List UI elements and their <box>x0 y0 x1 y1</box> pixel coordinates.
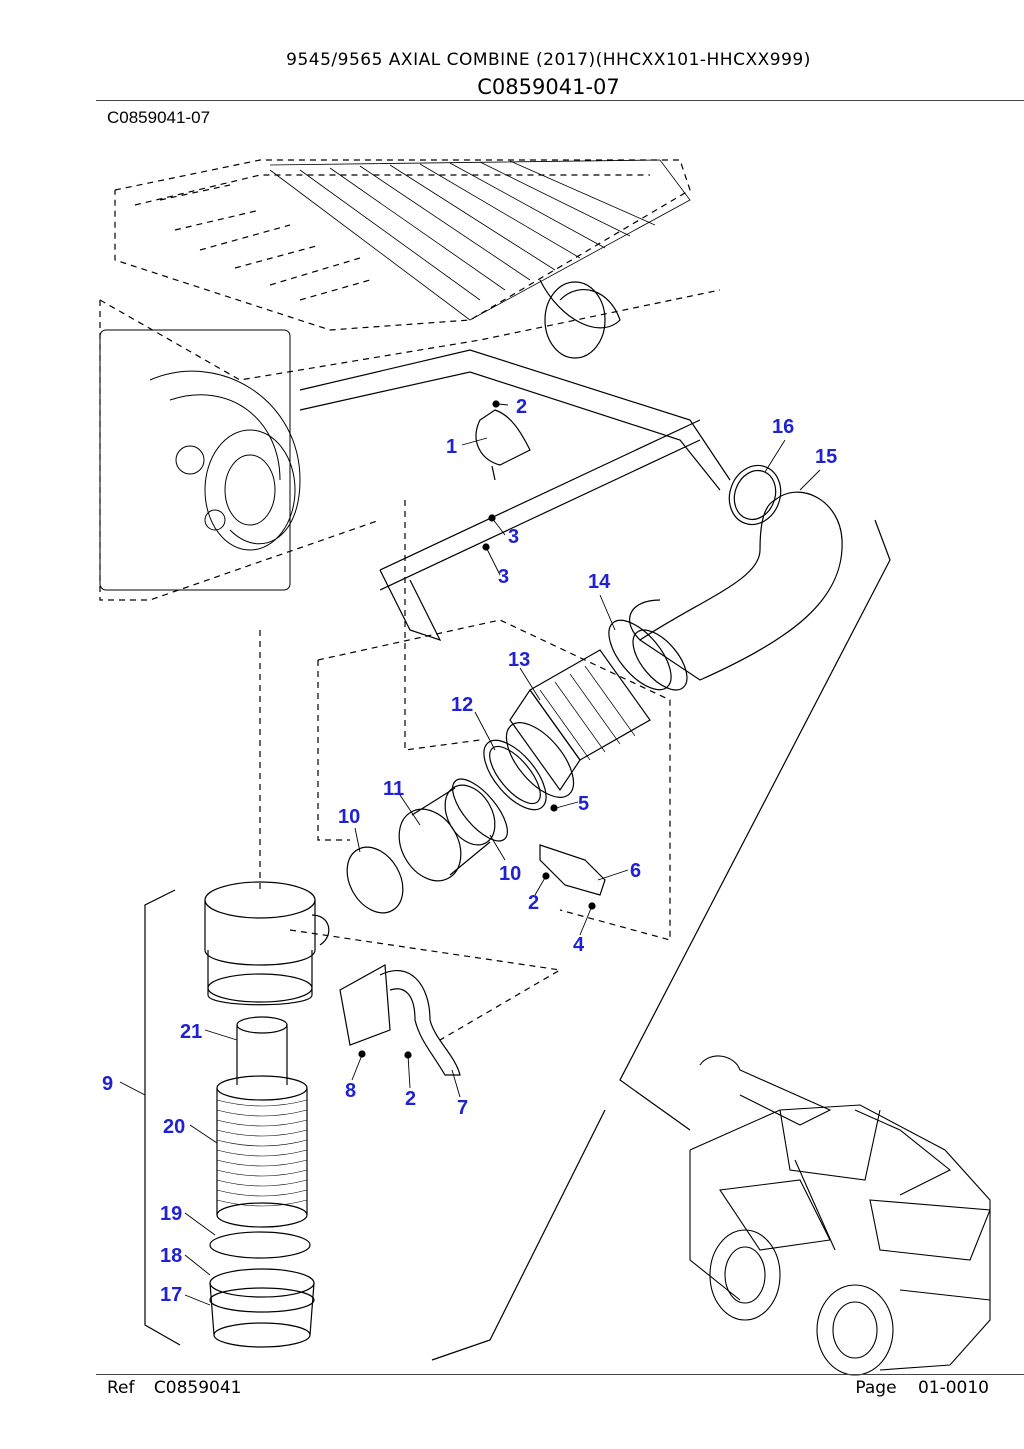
ref-value: C0859041 <box>153 1378 242 1398</box>
filter-part-20 <box>216 1075 308 1228</box>
callout-3: 3 <box>508 526 519 548</box>
callout-18: 18 <box>160 1245 182 1267</box>
callout-11: 11 <box>383 778 404 800</box>
leader-lines <box>119 403 821 1306</box>
bracket-part-1 <box>475 409 531 481</box>
clamp-part-10-upper <box>452 778 508 842</box>
assembly-bracket-part-9 <box>144 889 181 1346</box>
callout-12: 12 <box>451 694 473 716</box>
header-divider <box>96 100 1024 101</box>
callout-19: 19 <box>160 1203 182 1225</box>
callout-2: 2 <box>516 396 527 418</box>
callout-10: 10 <box>338 806 360 828</box>
callout-16: 16 <box>772 416 794 438</box>
callout-21: 21 <box>180 1021 202 1043</box>
diagram-code: C0859041-07 <box>107 108 211 127</box>
callout-20: 20 <box>163 1116 185 1138</box>
callout-7: 7 <box>457 1097 468 1119</box>
engine <box>99 329 301 591</box>
frame-tube <box>299 279 731 642</box>
callout-labels: 1 2 3 3 16 15 14 13 12 5 11 10 10 6 2 4 … <box>102 396 837 1306</box>
band-part-12 <box>483 739 547 811</box>
ref-label: Ref <box>107 1378 135 1398</box>
callout-1: 1 <box>446 436 457 458</box>
machine-frame <box>99 159 721 1041</box>
combine-inset <box>689 1055 991 1376</box>
detail-wedge <box>619 519 891 1131</box>
clamp-part-14 <box>608 619 672 691</box>
mount-bracket-part-7 <box>339 964 461 1076</box>
precleaner <box>204 881 330 1006</box>
page-label: Page <box>855 1378 897 1398</box>
callout-8: 8 <box>345 1080 356 1102</box>
callout-4: 4 <box>573 934 585 956</box>
document-title: 9545/9565 AXIAL COMBINE (2017)(HHCXX101-… <box>286 50 811 70</box>
document-code: C0859041-07 <box>477 75 620 99</box>
tube-part-21 <box>236 1016 288 1085</box>
page-value: 01-0010 <box>917 1378 989 1398</box>
footer-page: Page 01-0010 <box>855 1378 989 1398</box>
elbow-hose-part-15 <box>638 491 843 681</box>
callout-2: 2 <box>528 892 539 914</box>
ring-part-16 <box>728 464 782 526</box>
callout-2: 2 <box>405 1088 416 1110</box>
footer-divider <box>96 1374 1024 1375</box>
callout-17: 17 <box>160 1284 182 1306</box>
cup-part-17 <box>209 1268 315 1348</box>
callout-10: 10 <box>499 863 521 885</box>
callout-9: 9 <box>102 1073 113 1095</box>
callout-15: 15 <box>815 446 837 468</box>
grill <box>269 159 691 321</box>
callout-6: 6 <box>630 860 641 882</box>
callout-14: 14 <box>588 571 611 593</box>
bracket-part-6 <box>539 844 606 896</box>
ring-part-19 <box>209 1231 311 1259</box>
callout-13: 13 <box>508 649 530 671</box>
callout-3: 3 <box>498 566 509 588</box>
clamp-part-10-lower <box>346 846 404 914</box>
callout-5: 5 <box>578 793 589 815</box>
hardware <box>358 400 596 1059</box>
footer-ref: Ref C0859041 <box>107 1378 242 1398</box>
filter-element-part-13 <box>505 649 651 798</box>
